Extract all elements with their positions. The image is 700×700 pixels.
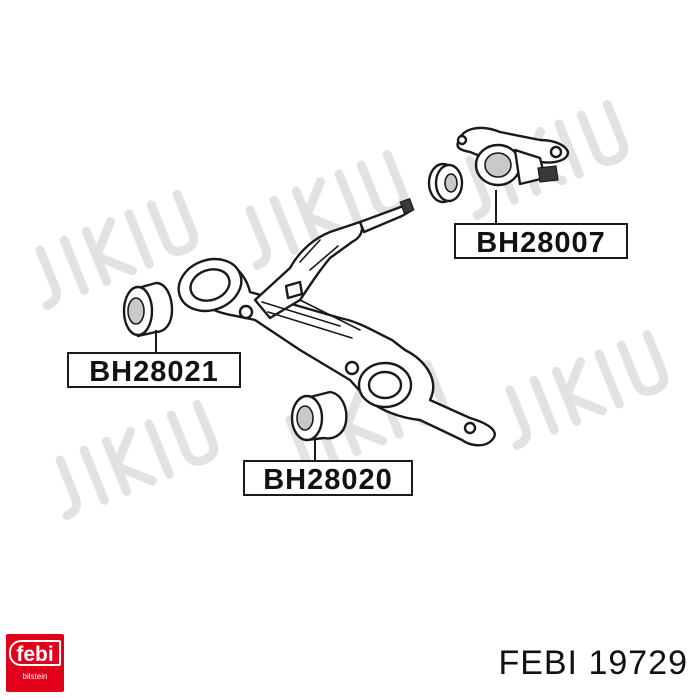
callout-label: BH28020 xyxy=(263,464,393,496)
logo-word: febi xyxy=(9,640,61,666)
callout-label: BH28007 xyxy=(476,227,606,259)
control-arm xyxy=(177,197,496,447)
bushing-bh28020 xyxy=(290,390,348,442)
callout-bh28007[interactable]: BH28007 xyxy=(454,223,628,259)
callout-label: BH28021 xyxy=(89,356,219,388)
logo-subword: bilstein xyxy=(22,672,48,681)
part-reference: FEBI 19729 xyxy=(498,644,688,682)
callout-bh28020[interactable]: BH28020 xyxy=(243,460,413,496)
bushing-washer xyxy=(427,162,464,204)
febi-logo: febi bilstein xyxy=(6,634,64,692)
callout-bh28021[interactable]: BH28021 xyxy=(67,352,241,388)
bushing-bh28021 xyxy=(122,281,174,338)
bushing-bh28007 xyxy=(456,126,570,187)
